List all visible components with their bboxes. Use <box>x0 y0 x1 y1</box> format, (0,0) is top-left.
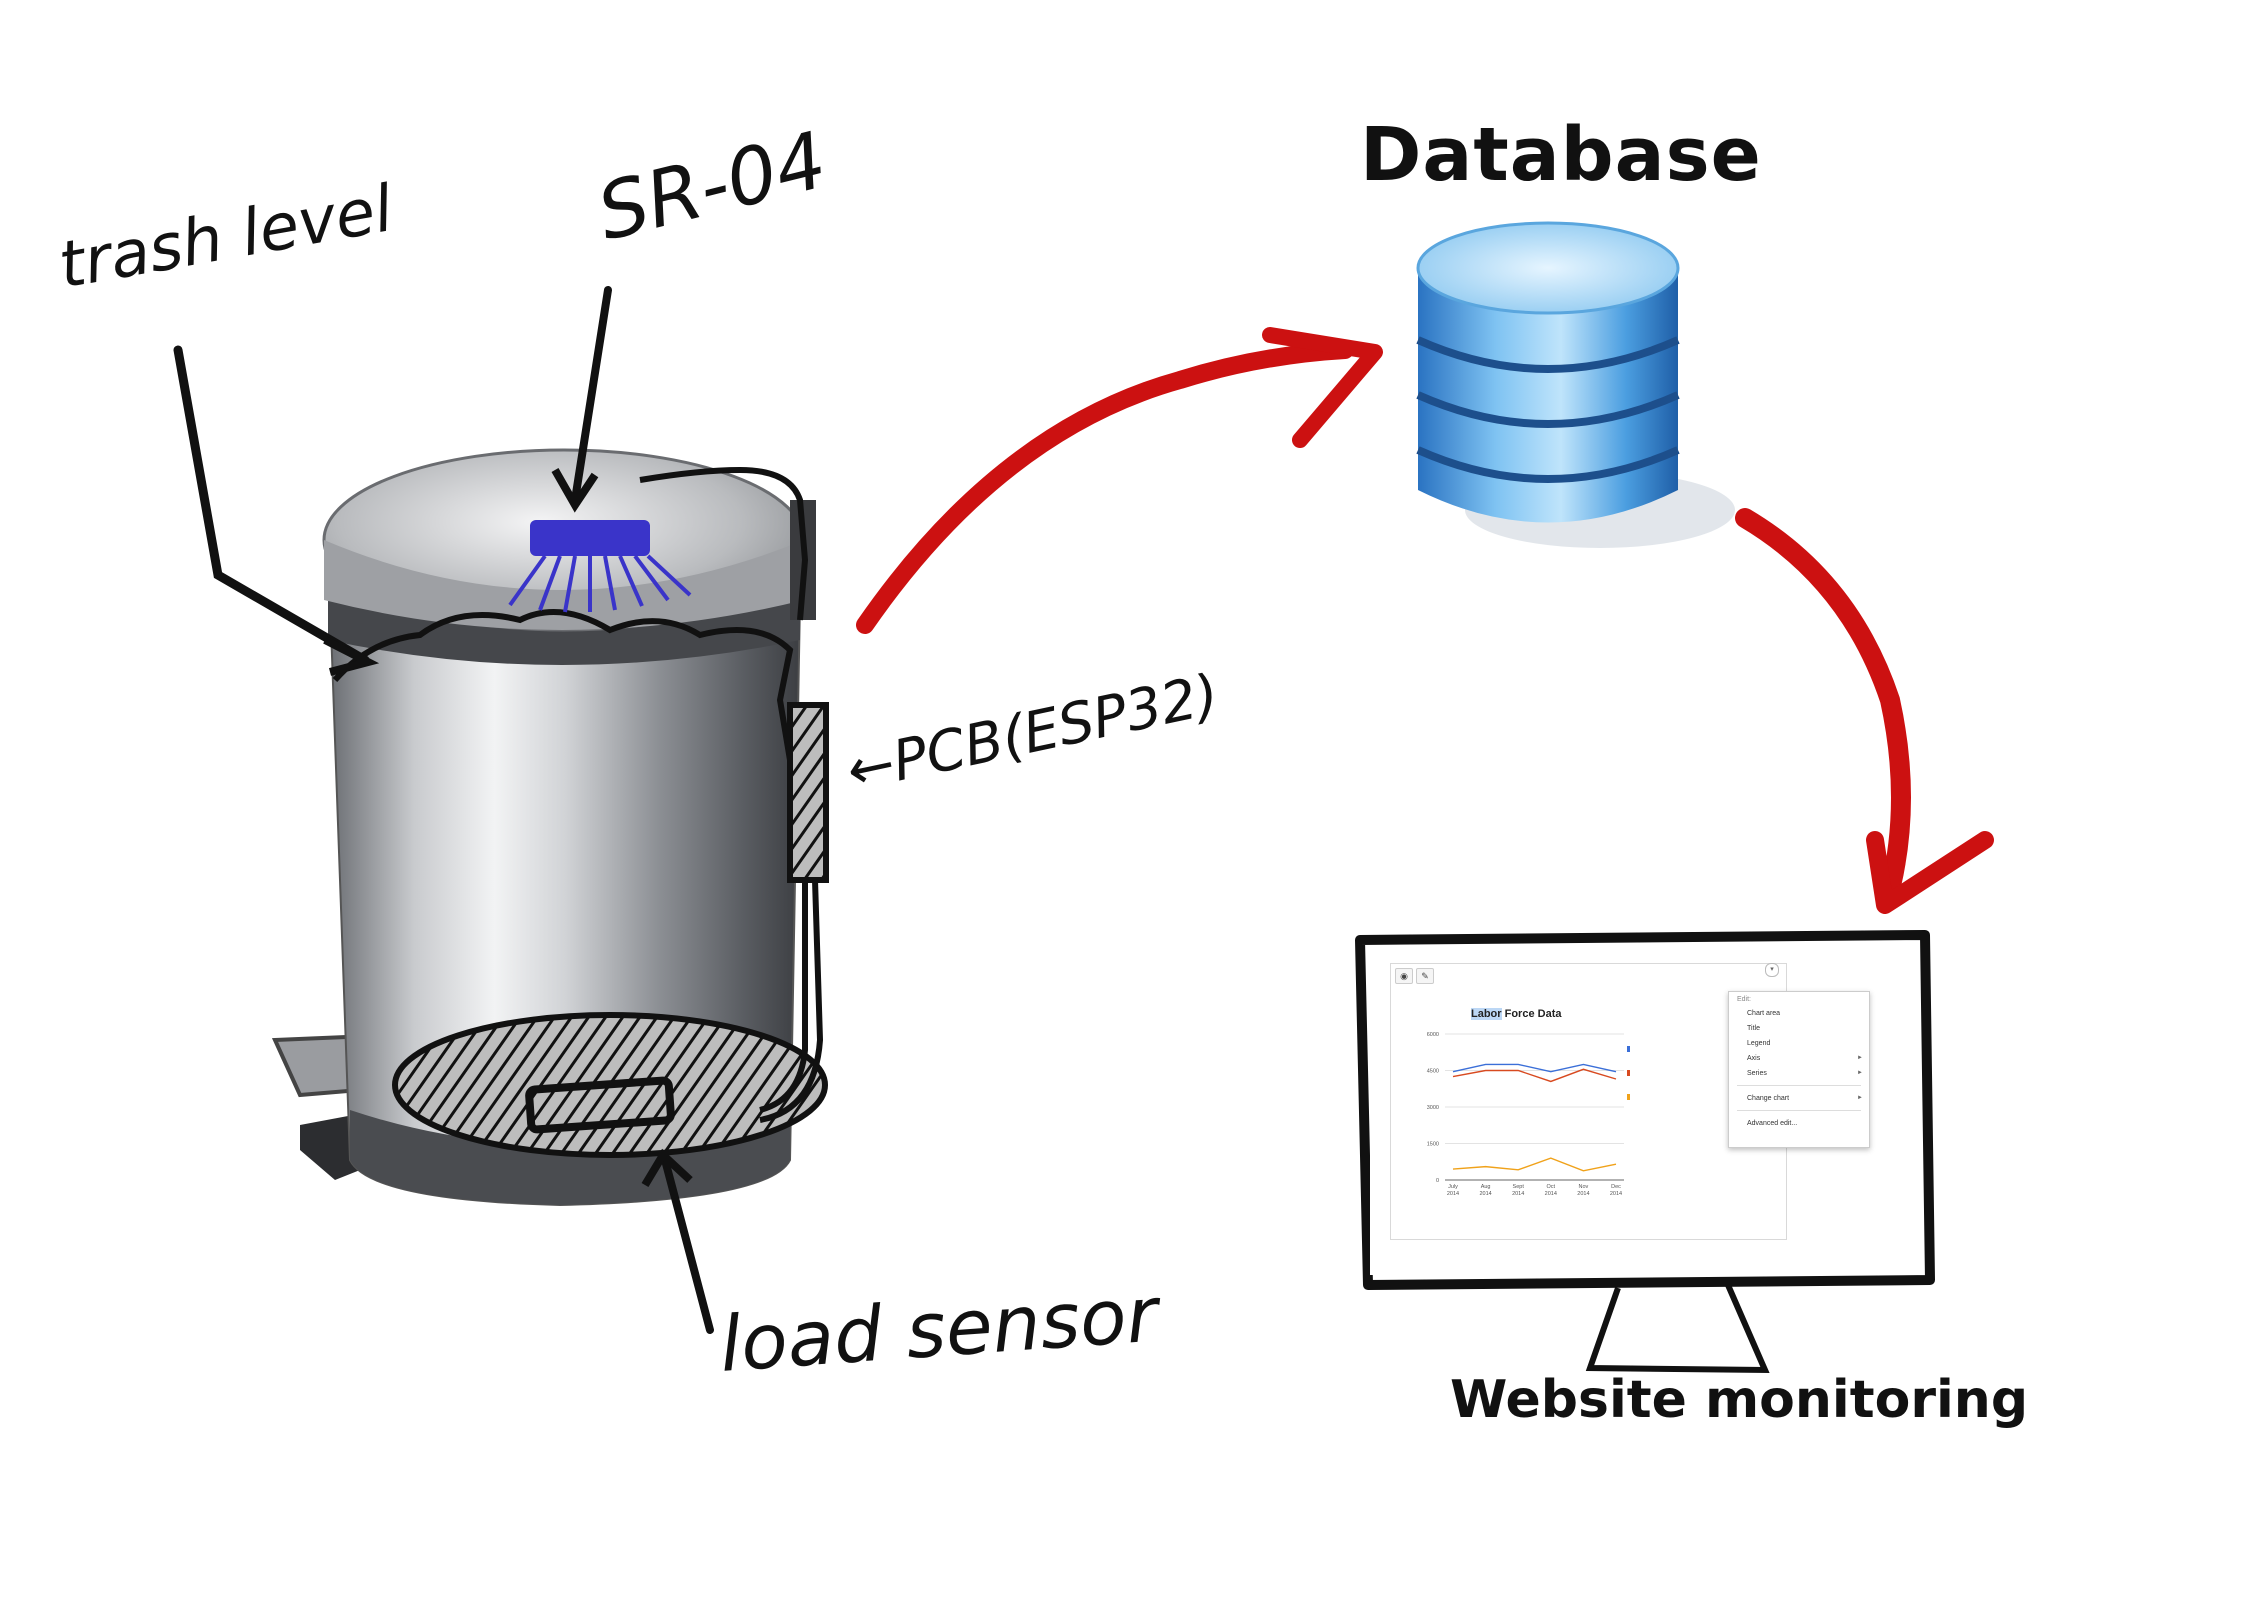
y-tick-label: 3000 <box>1427 1105 1439 1111</box>
x-tick-label: 2014 <box>1479 1191 1491 1197</box>
y-tick-label: 1500 <box>1427 1142 1439 1148</box>
menu-item-legend[interactable]: Legend <box>1747 1040 1771 1047</box>
menu-divider <box>1737 1110 1861 1111</box>
series-line <box>1452 1157 1617 1172</box>
database-icon <box>1416 221 1735 548</box>
sensor-wire <box>639 466 809 621</box>
x-tick-label: Oct <box>1547 1184 1556 1190</box>
arrow-to-website <box>1735 508 1911 900</box>
x-tick-label: 2014 <box>1545 1191 1557 1197</box>
x-tick-label: Aug <box>1481 1184 1491 1190</box>
load-sensor-cell <box>525 1076 675 1134</box>
trash-level-pointer <box>173 345 370 665</box>
database-label: Database <box>1360 112 1762 198</box>
menu-header: Edit: <box>1737 996 1752 1003</box>
chart-title: Labor Force Data <box>1471 1008 1561 1020</box>
sr04-pointer <box>571 286 612 504</box>
menu-item-chart-area[interactable]: Chart area <box>1747 1010 1781 1017</box>
line-chart: 60004500300015000July2014Aug2014Sept2014… <box>1427 1032 1630 1197</box>
submenu-arrow-icon: ► <box>1857 1095 1863 1101</box>
x-tick-label: 2014 <box>1577 1191 1589 1197</box>
load-sensor-pointer <box>661 1156 714 1334</box>
eye-icon[interactable]: ◉ <box>1395 968 1413 984</box>
x-tick-label: Nov <box>1579 1184 1589 1190</box>
menu-item-axis[interactable]: Axis <box>1747 1055 1761 1062</box>
arrow-to-database-head <box>1262 327 1383 448</box>
pcb-esp32-box <box>787 702 829 883</box>
load-sensor-arrowhead <box>641 1148 693 1188</box>
sr04-sensor-icon <box>508 520 692 613</box>
trash-level-arrowhead <box>323 636 380 676</box>
menu-divider <box>1737 1085 1861 1086</box>
x-tick-label: Dec <box>1611 1184 1621 1190</box>
chevron-down-icon[interactable]: ▾ <box>1765 963 1779 977</box>
x-tick-label: 2014 <box>1512 1191 1524 1197</box>
submenu-arrow-icon: ► <box>1857 1070 1863 1076</box>
website-monitoring-label: Website monitoring <box>1450 1370 2029 1430</box>
x-tick-label: 2014 <box>1447 1191 1459 1197</box>
menu-item-advanced-edit[interactable]: Advanced edit... <box>1747 1120 1798 1127</box>
y-tick-label: 0 <box>1436 1178 1439 1184</box>
arrow-to-database <box>856 341 1354 634</box>
trash-level-outline <box>332 609 794 761</box>
pencil-icon[interactable]: ✎ <box>1416 968 1434 984</box>
legend-swatch <box>1627 1070 1630 1076</box>
pcb-wire <box>759 879 824 1123</box>
chart-toolbar: ◉ ✎ <box>1395 968 1434 984</box>
x-tick-label: 2014 <box>1610 1191 1622 1197</box>
x-tick-label: Sept <box>1513 1184 1525 1190</box>
edit-menu: Edit: Chart area Title Legend Axis ► Ser… <box>1728 991 1870 1148</box>
legend-swatch <box>1627 1046 1630 1052</box>
y-tick-label: 4500 <box>1427 1069 1439 1075</box>
menu-item-change-chart[interactable]: Change chart <box>1747 1095 1790 1102</box>
menu-item-title[interactable]: Title <box>1747 1025 1760 1032</box>
legend-swatch <box>1627 1094 1630 1100</box>
y-tick-label: 6000 <box>1427 1032 1439 1038</box>
arrow-to-website-head <box>1866 831 1994 914</box>
chart-title-rest: Force Data <box>1501 1008 1562 1020</box>
x-tick-label: July <box>1448 1184 1458 1190</box>
menu-item-series[interactable]: Series <box>1747 1070 1767 1077</box>
series-line <box>1452 1068 1617 1083</box>
monitor-drawing <box>1355 930 1935 1374</box>
submenu-arrow-icon: ► <box>1857 1055 1863 1061</box>
series-line <box>1452 1063 1617 1073</box>
chart-title-highlight: Labor <box>1471 1008 1502 1020</box>
sr04-arrowhead <box>551 468 599 513</box>
